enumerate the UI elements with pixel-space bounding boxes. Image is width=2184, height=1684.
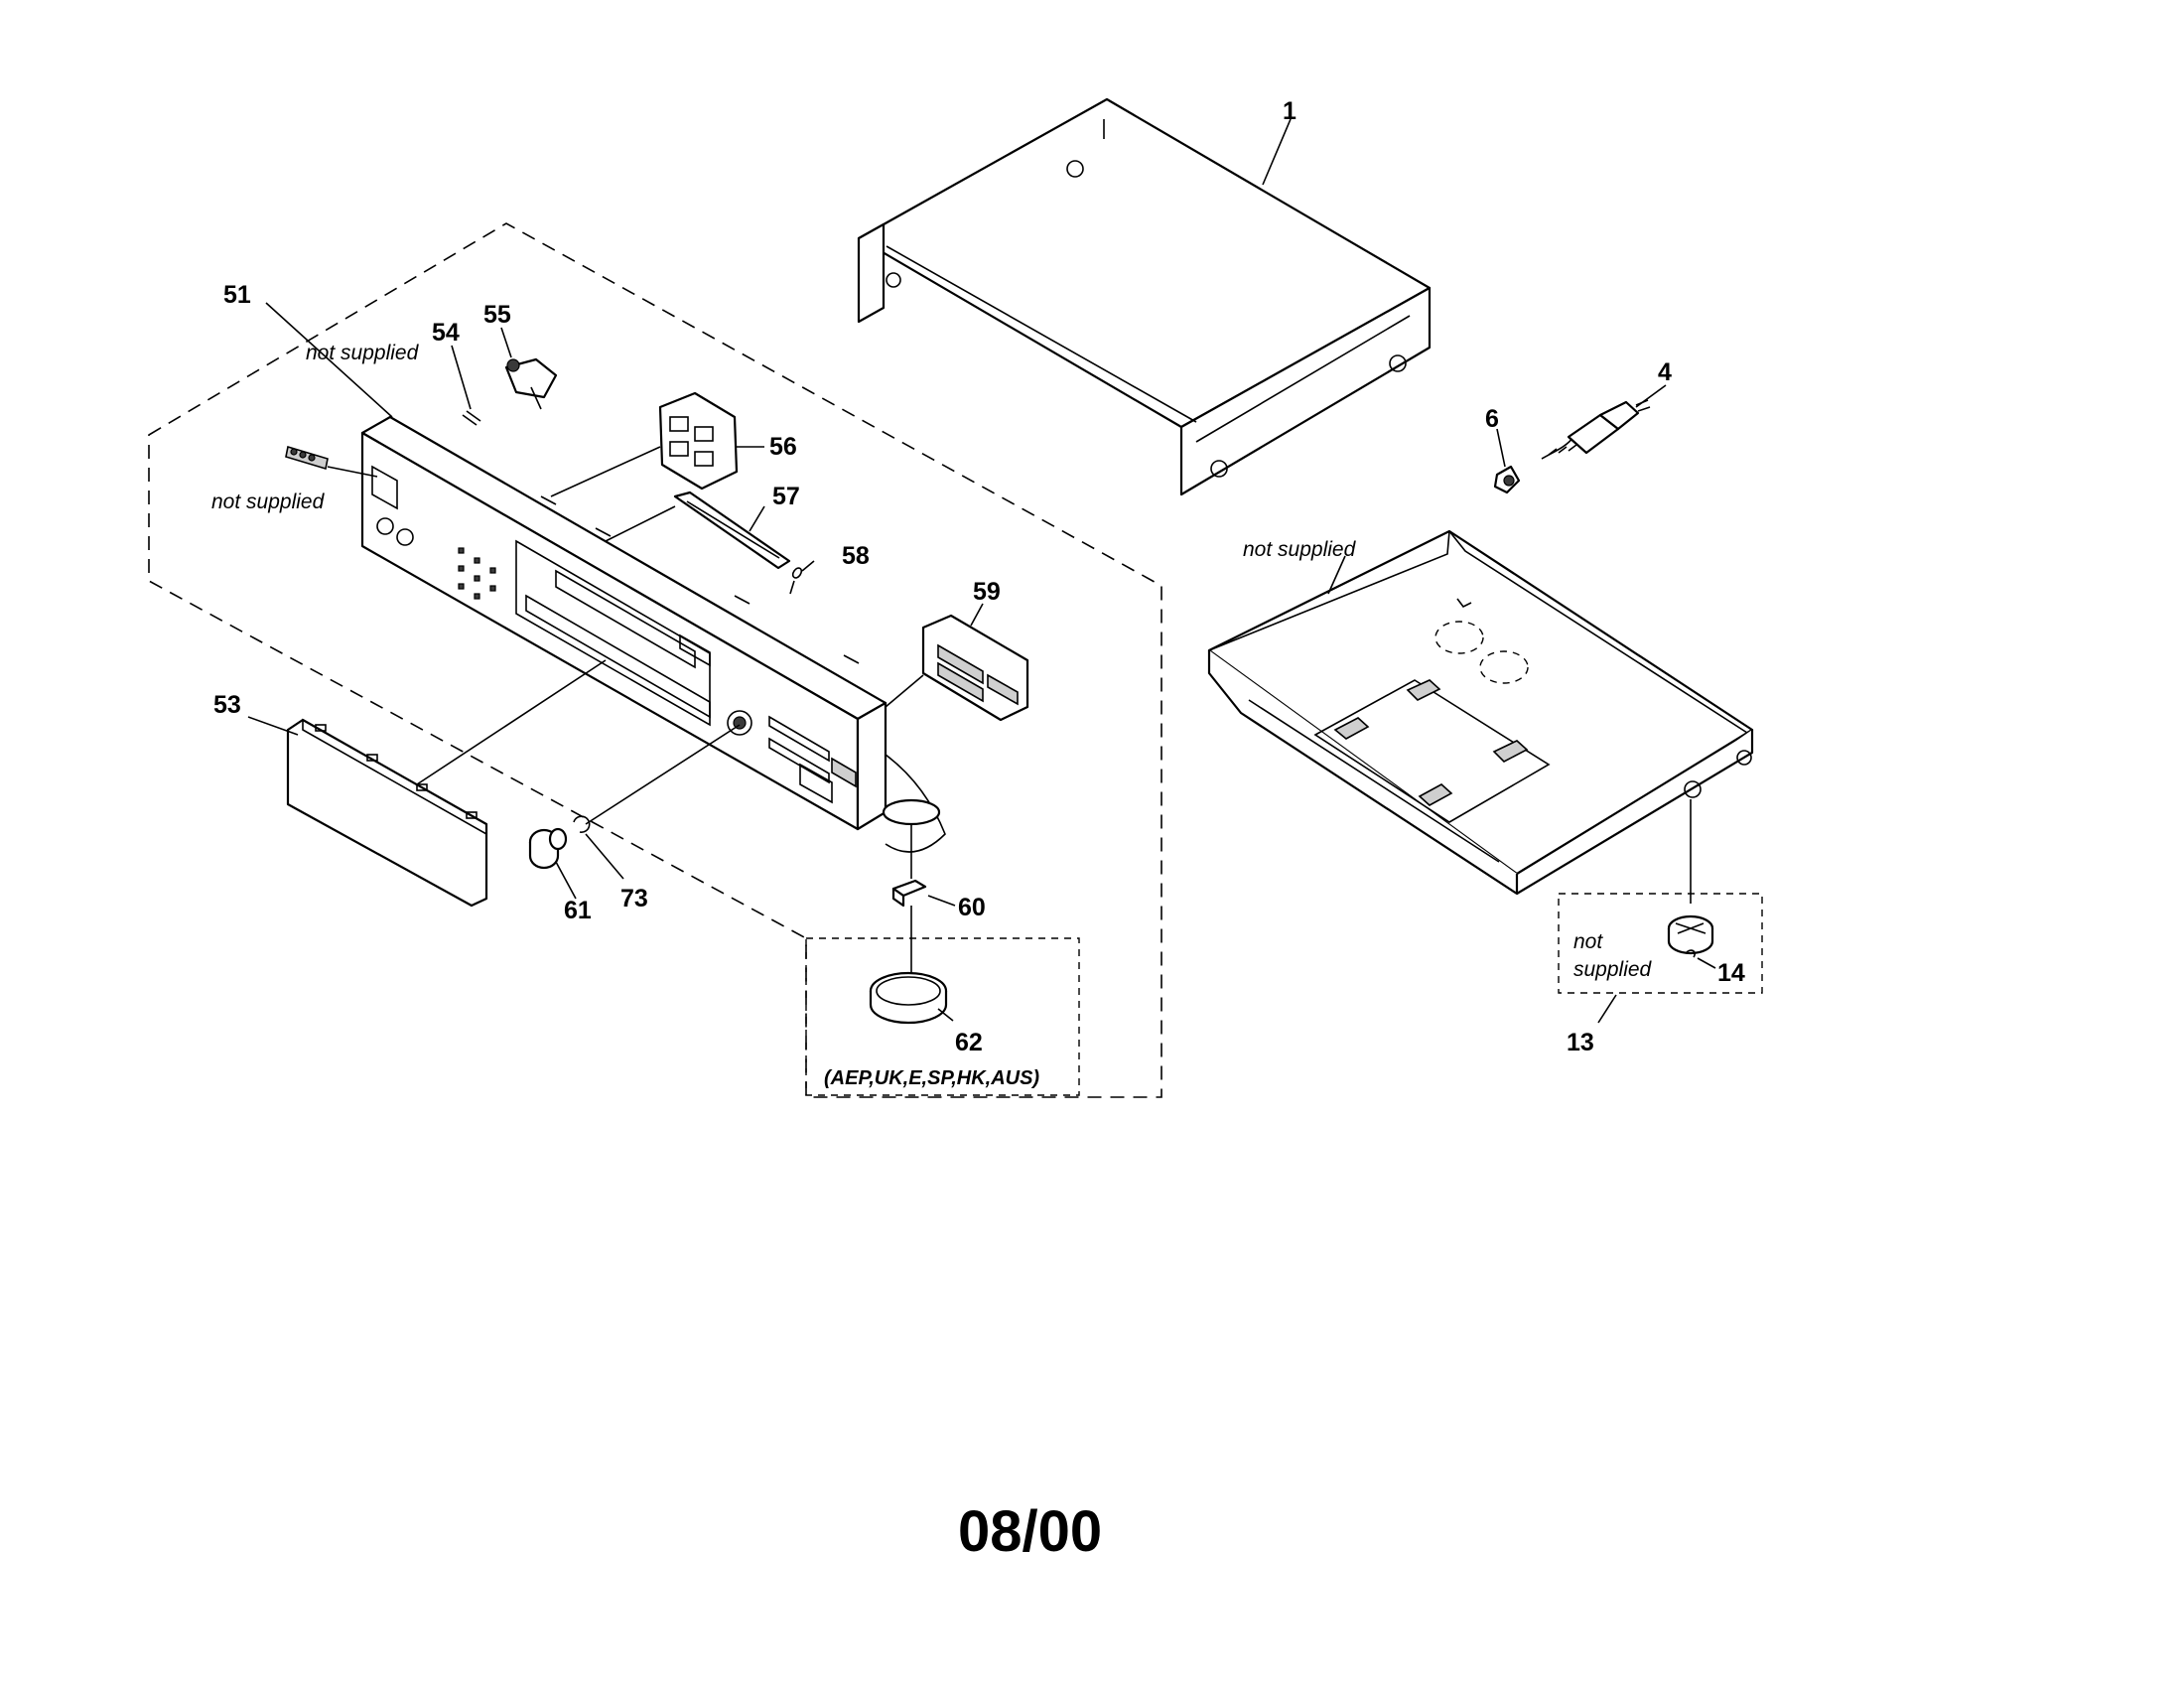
leader-58 <box>801 560 815 572</box>
callout-56: 56 <box>769 433 797 461</box>
callout-62: 62 <box>955 1029 983 1056</box>
callout-54: 54 <box>432 319 460 347</box>
note-not-supplied-51: not supplied <box>306 342 420 364</box>
part-6-cord-bushing <box>1493 465 1521 494</box>
callout-6: 6 <box>1485 405 1499 433</box>
leader-54 <box>451 345 472 410</box>
assembly-line-73 <box>585 724 741 825</box>
leader-59 <box>970 603 984 627</box>
part-51-front-panel <box>360 415 946 853</box>
part-58-spring <box>789 567 803 595</box>
region-label: (AEP,UK,E,SP,HK,AUS) <box>824 1067 1039 1089</box>
leader-6 <box>1496 428 1506 468</box>
front-panel-buttons <box>458 547 496 600</box>
callout-60: 60 <box>958 894 986 921</box>
leader-left-part <box>327 466 378 478</box>
callout-57: 57 <box>772 483 800 510</box>
foot-group-13-outline <box>1558 893 1763 994</box>
callout-13: 13 <box>1567 1029 1594 1056</box>
part-61-knob <box>528 827 568 870</box>
leader-73 <box>585 833 624 880</box>
note-not-supplied-foot-1: not <box>1573 930 1603 953</box>
part-53-door <box>286 718 488 908</box>
chassis-bottom <box>1207 529 1754 896</box>
leader-1 <box>1262 118 1292 186</box>
assembly-line-57 <box>605 505 676 542</box>
callout-1: 1 <box>1283 97 1297 125</box>
leader-61 <box>555 861 577 900</box>
callout-14: 14 <box>1717 959 1745 987</box>
part-56-button-block <box>658 391 739 491</box>
leader-60 <box>927 895 956 907</box>
part-62-ring <box>869 971 948 1025</box>
leader-14 <box>1697 957 1716 969</box>
part-4-power-cord <box>1541 399 1651 460</box>
note-not-supplied-left: not supplied <box>211 491 326 513</box>
part-54-spring <box>462 410 481 426</box>
leader-55 <box>500 327 512 358</box>
leader-4 <box>1635 384 1667 408</box>
footer-date-code: 08/00 <box>958 1499 1102 1564</box>
leader-57 <box>749 505 765 532</box>
leader-13 <box>1597 994 1617 1024</box>
callout-61: 61 <box>564 897 592 924</box>
front-panel-group-outline <box>148 222 1162 1098</box>
part-60-pad <box>891 879 927 908</box>
callout-53: 53 <box>213 691 241 719</box>
callout-58: 58 <box>842 542 870 570</box>
part-14-foot <box>1667 914 1714 958</box>
leader-53 <box>247 716 299 736</box>
part-57-lever <box>673 491 791 570</box>
region-box-62 <box>805 937 1080 1096</box>
part-55-bracket <box>504 357 558 410</box>
callout-59: 59 <box>973 578 1001 606</box>
assembly-line-56 <box>550 446 661 497</box>
leader-62 <box>937 1008 954 1022</box>
note-not-supplied-chassis: not supplied <box>1243 538 1357 561</box>
leader-chassis-note <box>1327 555 1346 595</box>
callout-55: 55 <box>483 301 511 329</box>
part-59-button-block <box>921 614 1029 722</box>
assembly-line-59 <box>885 674 924 708</box>
part-73-ring <box>573 815 591 833</box>
assembly-line-53 <box>416 659 607 785</box>
callout-51: 51 <box>223 281 251 309</box>
callout-73: 73 <box>620 885 648 912</box>
leader-51 <box>265 302 393 418</box>
part-not-supplied-left <box>285 445 329 471</box>
part-1-top-cover <box>857 97 1432 496</box>
note-not-supplied-foot-2: supplied <box>1573 958 1653 981</box>
callout-4: 4 <box>1658 358 1672 386</box>
